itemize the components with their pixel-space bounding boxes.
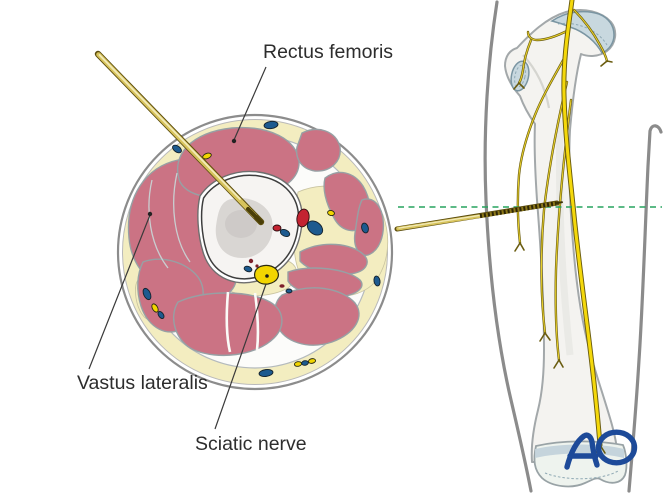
vessel-dot bbox=[263, 120, 279, 130]
ao-logo-letter-o bbox=[595, 429, 638, 466]
sciatic-nerve-dot bbox=[265, 274, 269, 278]
femur-shaft-shading bbox=[555, 119, 574, 356]
vessel-dot bbox=[142, 287, 152, 301]
vessel-dot bbox=[279, 228, 291, 238]
vessel-dot bbox=[157, 310, 165, 320]
vastus-lateralis-leader-line bbox=[88, 214, 151, 370]
blood-vessels bbox=[142, 120, 381, 377]
femur-cross-section bbox=[197, 170, 303, 284]
leg-silhouette-left-line bbox=[483, 0, 533, 493]
annotations: Rectus femoris Vastus lateralis Sciatic … bbox=[77, 41, 393, 455]
sciatic-nerve-leader-line bbox=[214, 283, 267, 430]
sciatic-nerve-label: Sciatic nerve bbox=[195, 433, 307, 455]
vessel-dot bbox=[258, 369, 274, 377]
femoral-vein bbox=[306, 220, 324, 236]
guide-pin-cross-section bbox=[94, 50, 265, 226]
vastus-medialis-muscle bbox=[295, 128, 341, 172]
vastus-lateralis-label: Vastus lateralis bbox=[77, 372, 208, 394]
vessel-dot bbox=[285, 288, 293, 294]
vessel-dot bbox=[243, 265, 253, 273]
fascia-line bbox=[148, 179, 169, 269]
vessel-dot bbox=[279, 284, 285, 288]
fascia-gap bbox=[253, 292, 260, 351]
trochanter-cartilage-inner-line bbox=[514, 64, 526, 88]
thigh-cross-section-figure bbox=[94, 50, 394, 391]
trochanter-cartilage bbox=[510, 60, 530, 92]
leg-silhouette-right-line bbox=[627, 124, 663, 493]
fascia-gap bbox=[225, 291, 232, 353]
fascia-line bbox=[173, 172, 191, 263]
vessel-dot bbox=[248, 258, 254, 264]
femur-overview-figure bbox=[394, 0, 663, 493]
vessel-dot bbox=[373, 275, 381, 287]
vessel-dot bbox=[151, 303, 159, 313]
vessel-dot bbox=[361, 222, 369, 234]
vessel-dot bbox=[272, 224, 282, 232]
vessel-dot bbox=[327, 209, 335, 217]
vessel-dot bbox=[307, 358, 317, 364]
vastus-lateralis-pointer-dot bbox=[147, 211, 153, 217]
rectus-femoris-leader-line bbox=[233, 66, 267, 141]
nerve-branches bbox=[513, 8, 613, 369]
medial-muscle-sliver bbox=[353, 198, 385, 256]
vessel-dot bbox=[255, 264, 259, 268]
femoral-artery bbox=[296, 208, 310, 228]
femoral-head-cartilage-inner-line bbox=[557, 22, 608, 46]
rectus-femoris-pointer-dot bbox=[231, 138, 237, 144]
condyle-inner-line bbox=[544, 470, 619, 480]
ao-logo bbox=[564, 429, 638, 470]
rectus-femoris-label: Rectus femoris bbox=[263, 41, 393, 63]
medullary-canal-core bbox=[225, 210, 257, 238]
vessel-dot bbox=[172, 144, 182, 154]
guide-pin-side-view bbox=[394, 200, 563, 232]
